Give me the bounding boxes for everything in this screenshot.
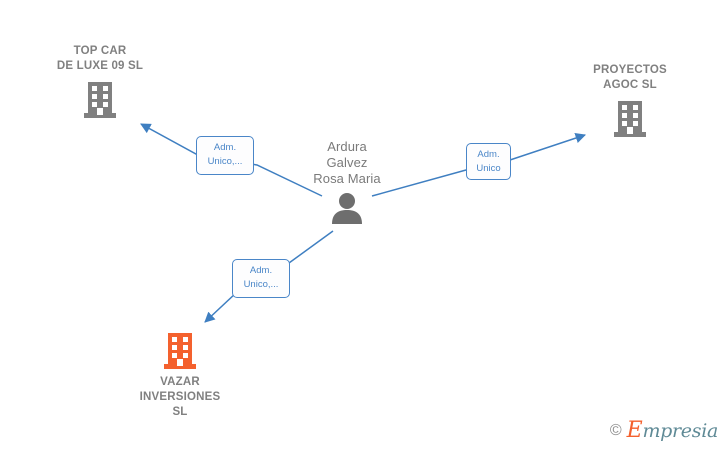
building-icon — [25, 74, 175, 120]
building-icon — [555, 93, 705, 139]
company-label-proyectos-agoc: PROYECTOS AGOC SL — [593, 64, 667, 91]
person-node-ardura-galvez-rosa-maria[interactable]: Ardura Galvez Rosa Maria — [272, 139, 422, 224]
company-node-proyectos-agoc-sl[interactable]: PROYECTOS AGOC SL — [555, 63, 705, 139]
relation-label-vazar[interactable]: Adm. Unico,... — [232, 259, 290, 298]
relation-label-top-car[interactable]: Adm. Unico,... — [196, 136, 254, 175]
empresia-watermark: © Empresia — [610, 420, 718, 442]
brand-initial: E — [626, 418, 643, 443]
person-icon — [272, 187, 422, 224]
copyright-icon: © — [609, 422, 622, 439]
building-icon — [105, 331, 255, 371]
person-label: Ardura Galvez Rosa Maria — [313, 139, 381, 186]
company-node-vazar-inversiones-sl[interactable]: VAZAR INVERSIONES SL — [105, 331, 255, 420]
relation-label-proyectos-agoc[interactable]: Adm. Unico — [466, 143, 511, 180]
brand-logo-text: Empresia — [626, 418, 719, 443]
company-label-top-car: TOP CAR DE LUXE 09 SL — [56, 45, 144, 72]
company-label-vazar: VAZAR INVERSIONES SL — [139, 376, 221, 418]
company-node-top-car-de-luxe-09-sl[interactable]: TOP CAR DE LUXE 09 SL — [25, 44, 175, 120]
brand-rest: mpresia — [642, 420, 718, 442]
